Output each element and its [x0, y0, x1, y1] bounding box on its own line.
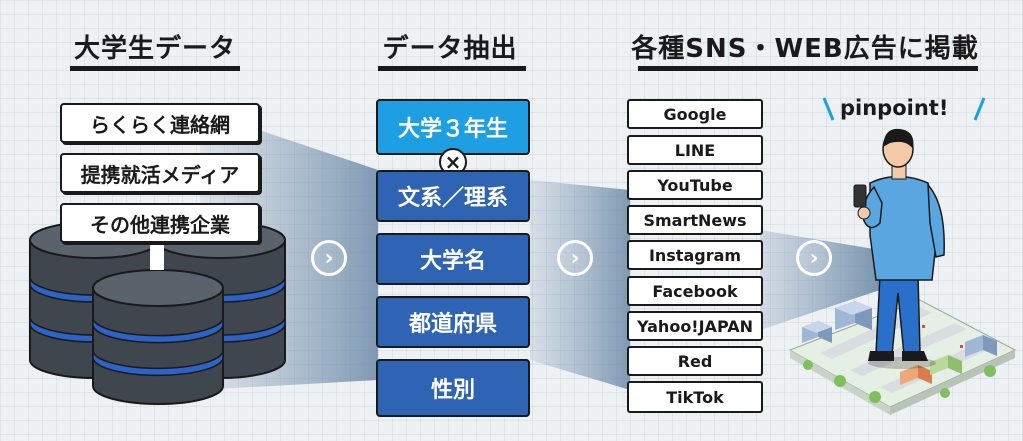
- media-item: Facebook: [627, 276, 763, 306]
- source-label: 提携就活メディア: [60, 153, 260, 193]
- extract-filter-box: 文系／理系: [376, 170, 530, 222]
- media-item: Yahoo!JAPAN: [627, 311, 763, 341]
- pinpoint-accent-right: [973, 97, 986, 121]
- heading-underline: [638, 66, 978, 71]
- chevron-right-icon: ›: [311, 240, 347, 276]
- pinpoint-label: pinpoint!: [840, 96, 949, 120]
- database-icon: [29, 221, 286, 405]
- media-item: LINE: [627, 135, 763, 165]
- chevron-right-icon: ›: [557, 240, 593, 276]
- heading-underline: [70, 66, 240, 71]
- extract-filter-box: 都道府県: [376, 296, 530, 348]
- extract-filter-box: 性別: [376, 359, 530, 417]
- beam-extract-to-media: [530, 180, 630, 390]
- heading-underline: [378, 66, 526, 71]
- database-icon-front: [92, 269, 224, 405]
- media-item: Red: [627, 346, 763, 376]
- source-label: その他連携企業: [60, 203, 260, 243]
- media-item: SmartNews: [627, 205, 763, 235]
- extract-filter-box: 大学名: [376, 233, 530, 285]
- media-item: Google: [627, 99, 763, 129]
- extract-highlight-box: 大学３年生: [376, 99, 530, 155]
- pinpoint-accent-left: [822, 97, 835, 121]
- chevron-right-icon: ›: [796, 240, 832, 276]
- heading-ads-placement: 各種SNS・WEB広告に掲載: [631, 34, 979, 64]
- database-connector: [150, 240, 164, 270]
- heading-data-extraction: データ抽出: [382, 34, 518, 64]
- media-item: YouTube: [627, 170, 763, 200]
- media-item: Instagram: [627, 240, 763, 270]
- person-with-phone-illustration: [853, 128, 945, 369]
- media-item: TikTok: [627, 381, 763, 413]
- source-label: らくらく連絡網: [60, 103, 260, 143]
- beam-media-to-target: [760, 230, 880, 330]
- heading-student-data: 大学生データ: [73, 34, 236, 64]
